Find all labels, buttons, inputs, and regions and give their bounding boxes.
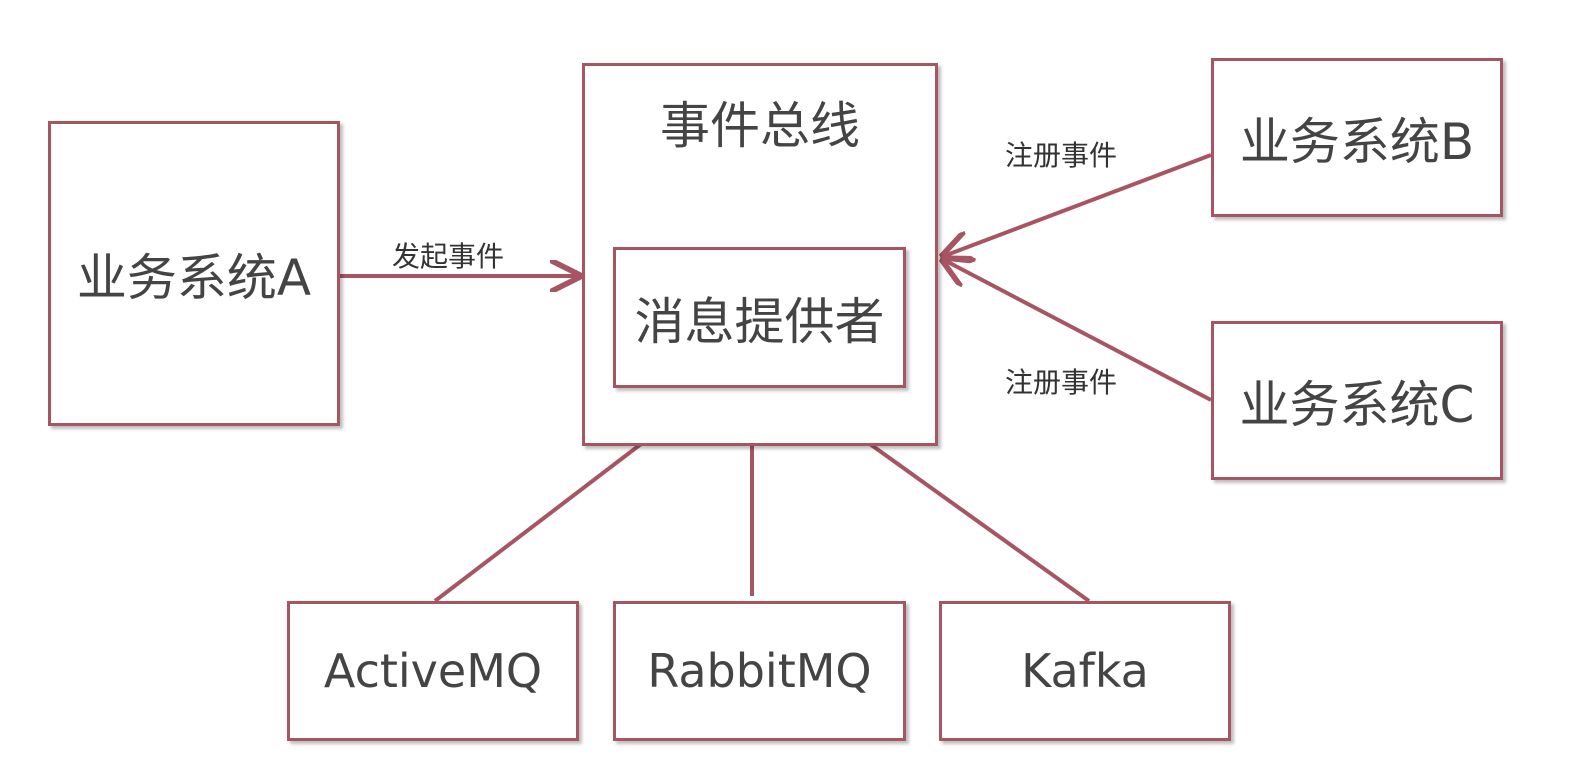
message-provider-label: 消息提供者: [634, 292, 885, 351]
rabbitmq-node: RabbitMQ: [613, 601, 906, 741]
edge-label-initiate-event: 发起事件: [392, 240, 505, 273]
rabbitmq-label: RabbitMQ: [647, 644, 872, 698]
edge-label-register-event-c: 注册事件: [1005, 366, 1118, 399]
edge-label-register-event-b: 注册事件: [1005, 139, 1118, 172]
business-system-b: 业务系统B: [1211, 58, 1503, 217]
business-system-a: 业务系统A: [48, 121, 340, 426]
event-bus-label: 事件总线: [660, 97, 860, 155]
business-system-c-label: 业务系统C: [1239, 375, 1475, 434]
activemq-node: ActiveMQ: [287, 601, 579, 741]
business-system-b-label: 业务系统B: [1239, 112, 1475, 171]
message-provider: 消息提供者: [613, 247, 906, 388]
kafka-label: Kafka: [1021, 644, 1149, 698]
business-system-c: 业务系统C: [1211, 321, 1503, 480]
kafka-node: Kafka: [939, 601, 1231, 741]
arrow-b-to-bus: [944, 153, 1212, 256]
arrow-c-to-bus: [944, 260, 1212, 402]
activemq-label: ActiveMQ: [323, 644, 543, 698]
business-system-a-label: 业务系统A: [76, 248, 312, 307]
